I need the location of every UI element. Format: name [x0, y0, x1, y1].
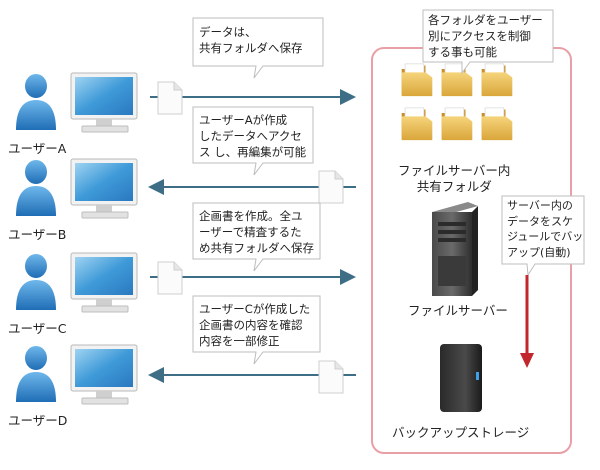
callout-bubble-6	[501, 195, 585, 277]
user-c-computer-icon	[70, 252, 138, 313]
callout-text-5: 各フォルダをユーザー 別にアクセスを制御 する事も可能	[428, 13, 543, 59]
user-a-label: ユーザーA	[8, 141, 67, 156]
user-row-a	[16, 72, 138, 133]
user-c-person-icon	[16, 254, 56, 310]
callout-text-2: ユーザーAが作成 したデータへアクセ ス し、再編集が可能	[199, 113, 307, 159]
file-server-label: ファイルサーバー	[408, 303, 508, 318]
callout-text-1: データは、 共有フォルダへ保存	[199, 25, 303, 55]
callout-bubble-1	[192, 17, 324, 79]
document-icon-a	[157, 81, 183, 115]
callout-bubble-2	[192, 106, 314, 176]
file-server-icon	[432, 202, 478, 296]
callout-bubble-3	[192, 202, 321, 272]
user-row-d	[16, 344, 138, 405]
user-row-c	[16, 252, 138, 313]
user-b-person-icon	[16, 160, 56, 216]
user-b-label: ユーザーB	[8, 227, 67, 242]
user-d-computer-icon	[70, 344, 138, 405]
shared-folder-label: ファイルサーバー内 共有フォルダ	[398, 163, 511, 194]
user-d-person-icon	[16, 346, 56, 402]
user-d-label: ユーザーD	[8, 413, 68, 428]
backup-storage-label: バックアップストレージ	[392, 425, 530, 440]
callout-bubble-4	[192, 295, 321, 365]
callout-text-3: 企画書を作成。全ユ ーザーで精査するた め共有フォルダへ保存	[199, 209, 314, 255]
callout-text-4: ユーザーCが作成した 企画書の内容を確認 内容を一部修正	[199, 302, 311, 348]
user-row-b	[16, 158, 138, 219]
document-icon-c	[157, 261, 183, 295]
callout-bubble-5	[422, 9, 554, 75]
document-icon-d	[318, 360, 344, 394]
user-c-label: ユーザーC	[8, 321, 67, 336]
callout-text-6: サーバー内の データをスケ ジュールでバッ アップ(自動)	[507, 199, 584, 259]
user-a-person-icon	[16, 74, 56, 130]
user-b-computer-icon	[70, 158, 138, 219]
backup-arrow	[520, 275, 534, 368]
document-icon-b	[318, 170, 344, 204]
backup-storage-icon	[440, 344, 482, 412]
user-a-computer-icon	[70, 72, 138, 133]
